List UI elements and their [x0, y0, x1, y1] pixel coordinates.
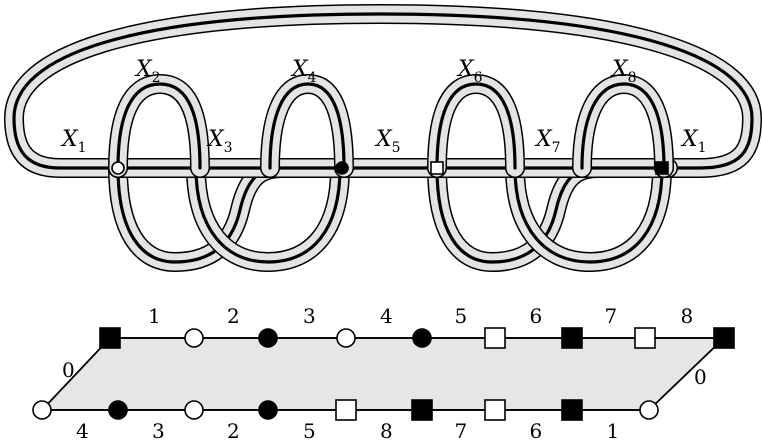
top-edge-label: 5 — [455, 304, 468, 328]
bottom-vertex-6 — [411, 399, 433, 421]
label-x8: X8 — [610, 57, 637, 86]
top-edge-label: 1 — [148, 304, 161, 328]
label-x5: X5 — [374, 127, 401, 156]
top-vertex-8 — [634, 327, 656, 349]
top-vertex-6 — [484, 327, 506, 349]
bottom-vertex-8 — [561, 399, 583, 421]
upper-loop-6 — [427, 74, 525, 178]
top-edge-label: 8 — [681, 304, 694, 328]
bottom-vertex-2 — [108, 400, 128, 420]
lower-lobe-4 — [505, 158, 672, 272]
top-edge-label: 4 — [380, 304, 393, 328]
marker-black-circle — [335, 161, 349, 175]
bottom-edge-label: 5 — [303, 419, 316, 443]
bottom-edge-label: 3 — [152, 419, 165, 443]
label-x7: X7 — [534, 127, 561, 156]
lower-lobe-3 — [427, 158, 608, 272]
top-edge-label: 6 — [530, 304, 543, 328]
bottom-edge-label: 4 — [76, 419, 89, 443]
parallelogram-face — [39, 337, 727, 411]
parallelogram-graph: 1 2 3 4 5 6 7 8 4 3 2 5 8 7 6 1 0 0 — [32, 304, 735, 443]
marker-black-square — [655, 161, 669, 175]
left-side-label: 0 — [62, 358, 75, 382]
top-vertex-1 — [99, 327, 121, 349]
label-x1: X1 — [680, 127, 707, 156]
bottom-vertex-5 — [335, 399, 357, 421]
top-edge-label: 3 — [303, 304, 316, 328]
marker-white-circle — [111, 161, 125, 175]
lower-lobe-1 — [108, 158, 292, 272]
top-vertex-3 — [258, 328, 278, 348]
bottom-edge-label: 2 — [227, 419, 240, 443]
bottom-vertex-4 — [258, 400, 278, 420]
upper-loop-4 — [260, 74, 354, 178]
top-vertex-2 — [184, 328, 204, 348]
bottom-vertex-1 — [32, 400, 52, 420]
right-side-label: 0 — [694, 365, 707, 389]
bottom-edge-label: 6 — [530, 419, 543, 443]
upper-loop-2 — [108, 74, 210, 178]
label-x2: X2 — [134, 57, 161, 86]
label-x1: X1 — [60, 127, 87, 156]
top-edge-label: 7 — [605, 304, 618, 328]
lower-lobe-2 — [186, 158, 350, 272]
outer-loop-ribbon — [4, 4, 762, 178]
bottom-vertex-3 — [184, 400, 204, 420]
top-vertex-4 — [336, 328, 356, 348]
label-x3: X3 — [206, 127, 233, 156]
bottom-edge-label: 7 — [455, 419, 468, 443]
bottom-edge-label: 1 — [607, 419, 620, 443]
bottom-vertex-7 — [484, 399, 506, 421]
label-x6: X6 — [456, 57, 483, 86]
bottom-edge-label: 8 — [380, 419, 393, 443]
marker-white-square — [430, 161, 444, 175]
top-vertex-5 — [412, 328, 432, 348]
top-vertex-7 — [561, 327, 583, 349]
label-x4: X4 — [290, 57, 317, 86]
upper-loop-8 — [572, 74, 674, 178]
top-edge-label: 2 — [227, 304, 240, 328]
bottom-vertex-9 — [639, 400, 659, 420]
top-vertex-9 — [713, 327, 735, 349]
